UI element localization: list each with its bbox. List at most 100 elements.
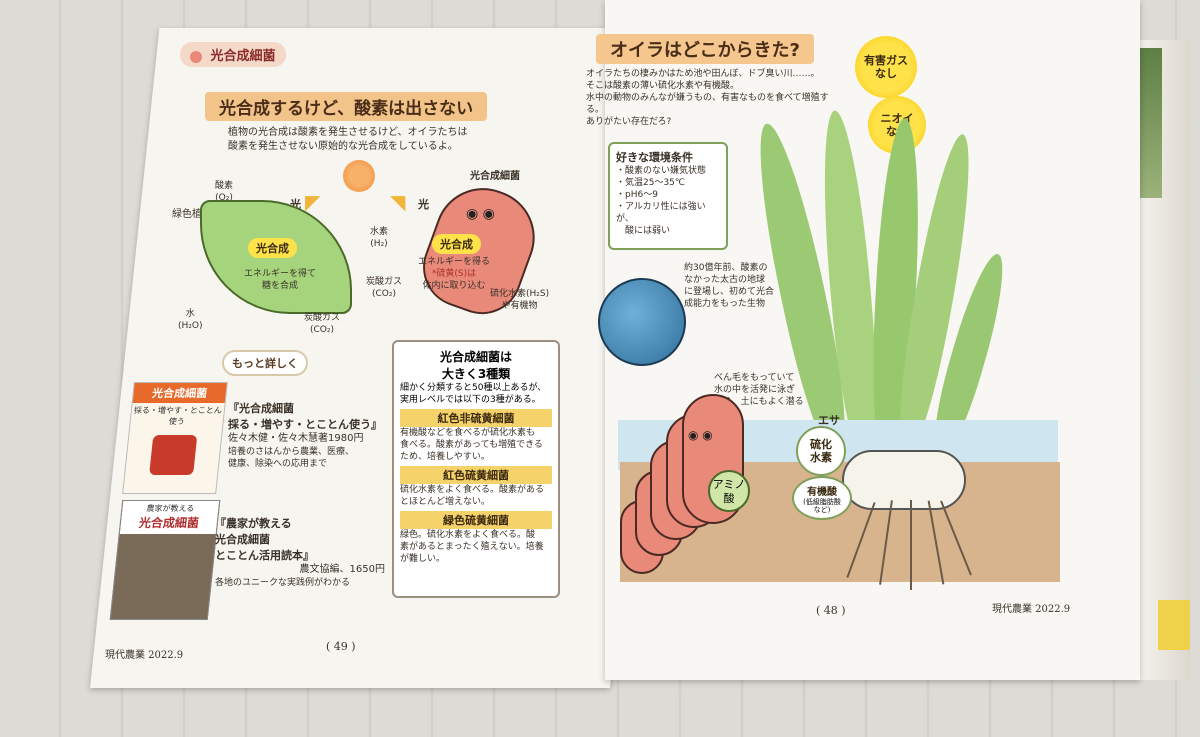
- hydrogen-text: 水素: [370, 227, 389, 237]
- right-page: オイラはどこからきた? オイラたちの棲みかはため池や田んぼ、ドブ臭い川……。 そ…: [580, 0, 1110, 680]
- sun-icon: [343, 160, 375, 192]
- book1-bottles-image: [149, 435, 198, 475]
- types-title: 大きく3種類: [441, 367, 511, 381]
- h2s-text: 硫化水素(H₂S): [490, 289, 550, 299]
- type-desc: 有機酸などを食べるが硫化水素も 食べる。酸素があっても増殖できる ため、培養しや…: [400, 427, 552, 463]
- book2-title: とことん活用読本』: [215, 549, 314, 562]
- env-item: 酸には弱い: [616, 226, 671, 236]
- left-page: 光合成細菌 光合成するけど、酸素は出さない 植物の光合成は酸素を発生させるけど、…: [105, 42, 560, 661]
- types-title: 光合成細菌は: [439, 350, 512, 364]
- type-heading: 緑色硫黄細菌: [400, 511, 552, 529]
- rice-root-bulb: [842, 450, 966, 510]
- bact-desc-line: エネルギーを得る: [418, 257, 491, 267]
- flagella-note-line: 回り、土にもよく潜る: [714, 397, 804, 407]
- water-formula: (H₂O): [178, 321, 203, 331]
- water-label: 水 (H₂O): [178, 308, 202, 332]
- more-details-bubble: もっと詳しく: [222, 350, 308, 376]
- earth-note-line: 約30億年前、酸素の: [684, 263, 768, 273]
- flagella-note-line: 水の中を活発に泳ぎ: [714, 385, 796, 395]
- type-desc-line: 素があるとまったく殖えない。培養: [400, 542, 544, 552]
- type-desc: 硫化水素をよく食べる。酸素がある とほとんど増えない。: [400, 484, 552, 508]
- env-title: 好きな環境条件: [616, 151, 693, 164]
- intro-line: 酸素を発生させない原始的な光合成をしているよ。: [228, 141, 458, 152]
- bact-co2-label: 炭酸ガス (CO₂): [366, 276, 402, 300]
- corner-label: 光合成細菌: [180, 42, 286, 67]
- right-footer-magazine: 現代農業 2022.9: [992, 604, 1071, 615]
- intro-line: そこは酸素の薄い硫化水素や有機酸。: [586, 81, 740, 91]
- intro-line: 植物の光合成は酸素を発生させるけど、オイラたちは: [228, 127, 468, 138]
- type-desc-line: 有機酸などを食べるが硫化水素も: [400, 428, 536, 438]
- food-label: エサ: [818, 414, 840, 427]
- earth-note-line: 成能力をもった生物: [684, 299, 766, 309]
- types-intro: 細かく分類すると50種以上あるが、: [400, 383, 547, 393]
- bacteria-label: 光合成細菌: [470, 171, 520, 182]
- right-page-number: ( 48 ): [816, 604, 846, 617]
- bacteria-mini-icon: [190, 50, 202, 63]
- co2-text: 炭酸ガス: [304, 313, 341, 323]
- types-intro: 実用レベルでは以下の3種がある。: [400, 395, 541, 405]
- organic-acid-badge: 有機酸 (低級脂肪酸 など): [792, 476, 852, 520]
- earth-note-line: に登場し、初めて光合: [684, 287, 775, 297]
- bact-desc-line: 体内に取り込む: [422, 281, 486, 291]
- book2-cover: 農家が教える 光合成細菌: [109, 500, 221, 620]
- bacterium-eyes-icon: ◉ ◉: [688, 428, 713, 442]
- type-desc-line: 食べる。酸素があっても増殖できる: [400, 440, 543, 450]
- type-desc: 緑色。硫化水素をよく食べる。酸 素があるとまったく殖えない。培養 が難しい。: [400, 529, 552, 565]
- type-desc-line: とほとんど増えない。: [400, 497, 491, 507]
- book1-cover-title: 光合成細菌: [132, 383, 227, 403]
- type-desc-line: が難しい。: [400, 554, 446, 564]
- oxygen-label: 酸素 (O₂): [215, 180, 233, 204]
- env-item: ・酸素のない嫌気状態: [616, 166, 707, 176]
- book1-title: 採る・増やす・とことん使う』: [228, 418, 382, 431]
- bact-desc-line: *硫黄(S)は: [431, 269, 477, 279]
- intro-line: ありがたい存在だろ?: [586, 117, 672, 127]
- h2s-badge: 硫化 水素: [796, 426, 846, 476]
- type-desc-line: 緑色。硫化水素をよく食べる。酸: [400, 530, 536, 540]
- env-list: ・酸素のない嫌気状態 ・気温25〜35℃ ・pH6〜9 ・アルカリ性には強いが、…: [616, 165, 720, 237]
- earth-note-line: なかった太古の地球: [684, 275, 766, 285]
- left-footer-magazine: 現代農業 2022.9: [105, 650, 184, 661]
- leaf-desc-line: 糖を合成: [262, 281, 299, 291]
- book1-desc: 培養のさはんから農業、医療、: [228, 447, 355, 457]
- h2s-sub: や有機物: [501, 301, 538, 311]
- organic-acid-text: 有機酸: [807, 487, 837, 498]
- book2-cover-title: 光合成細菌: [119, 514, 218, 534]
- book2-title: 光合成細菌: [215, 533, 270, 546]
- types-box: 光合成細菌は 大きく3種類 細かく分類すると50種以上あるが、 実用レベルでは以…: [392, 340, 560, 598]
- bact-desc: エネルギーを得る *硫黄(S)は 体内に取り込む: [418, 256, 490, 292]
- book2-cover-top: 農家が教える: [121, 501, 220, 514]
- book1-cover: 光合成細菌 採る・増やす・とことん使う: [122, 382, 228, 494]
- light-arrow-left-icon: ◤: [305, 190, 321, 214]
- right-heading: オイラはどこからきた?: [596, 34, 814, 64]
- plant-label: 緑色植物: [172, 209, 212, 220]
- intro-line: オイラたちの棲みかはため池や田んぼ、ドブ臭い川……。: [586, 69, 820, 79]
- organic-acid-sub: (低級脂肪酸 など): [803, 498, 841, 514]
- leaf-desc: エネルギーを得て 糖を合成: [244, 268, 316, 292]
- co2-formula: (CO₂): [310, 325, 334, 335]
- bact-co2-text: 炭酸ガス: [366, 277, 403, 287]
- left-intro: 植物の光合成は酸素を発生させるけど、オイラたちは 酸素を発生させない原始的な光合…: [228, 126, 528, 154]
- amino-acid-badge: アミノ 酸: [708, 470, 750, 512]
- bacterium-eyes-icon: ◉ ◉: [466, 206, 495, 222]
- root-strand: [910, 500, 912, 590]
- corner-label-text: 光合成細菌: [210, 49, 276, 64]
- hydrogen-label: 水素 (H₂): [370, 226, 388, 250]
- bact-photosynthesis-badge: 光合成: [432, 234, 481, 254]
- h2s-label: 硫化水素(H₂S) や有機物: [490, 288, 549, 312]
- no-harmful-gas-badge: 有害ガス なし: [855, 36, 917, 98]
- flagella-note: べん毛をもっていて 水の中を活発に泳ぎ 回り、土にもよく潜る: [714, 372, 834, 408]
- oxygen-formula: (O₂): [215, 193, 233, 203]
- water-text: 水: [185, 309, 195, 319]
- type-desc-line: 硫化水素をよく食べる。酸素がある: [400, 485, 545, 495]
- book2-info: 『農家が教える 光合成細菌 とことん活用読本』 農文協編、1650円 各地のユニ…: [215, 515, 385, 589]
- env-item: ・気温25〜35℃: [616, 178, 686, 188]
- light-label-right: 光: [418, 198, 429, 211]
- flagella-note-line: べん毛をもっていて: [714, 373, 795, 383]
- book1-authors: 佐々木健・佐々木慧著1980円: [228, 433, 364, 444]
- book1-info: 『光合成細菌 採る・増やす・とことん使う』 佐々木健・佐々木慧著1980円 培養…: [228, 400, 388, 470]
- earth-icon: [598, 278, 686, 366]
- left-heading: 光合成するけど、酸素は出さない: [205, 92, 488, 121]
- book2-desc: 各地のユニークな実践例がわかる: [215, 578, 351, 588]
- type-heading: 紅色硫黄細菌: [400, 466, 552, 484]
- right-intro: オイラたちの棲みかはため池や田んぼ、ドブ臭い川……。 そこは酸素の薄い硫化水素や…: [586, 68, 846, 128]
